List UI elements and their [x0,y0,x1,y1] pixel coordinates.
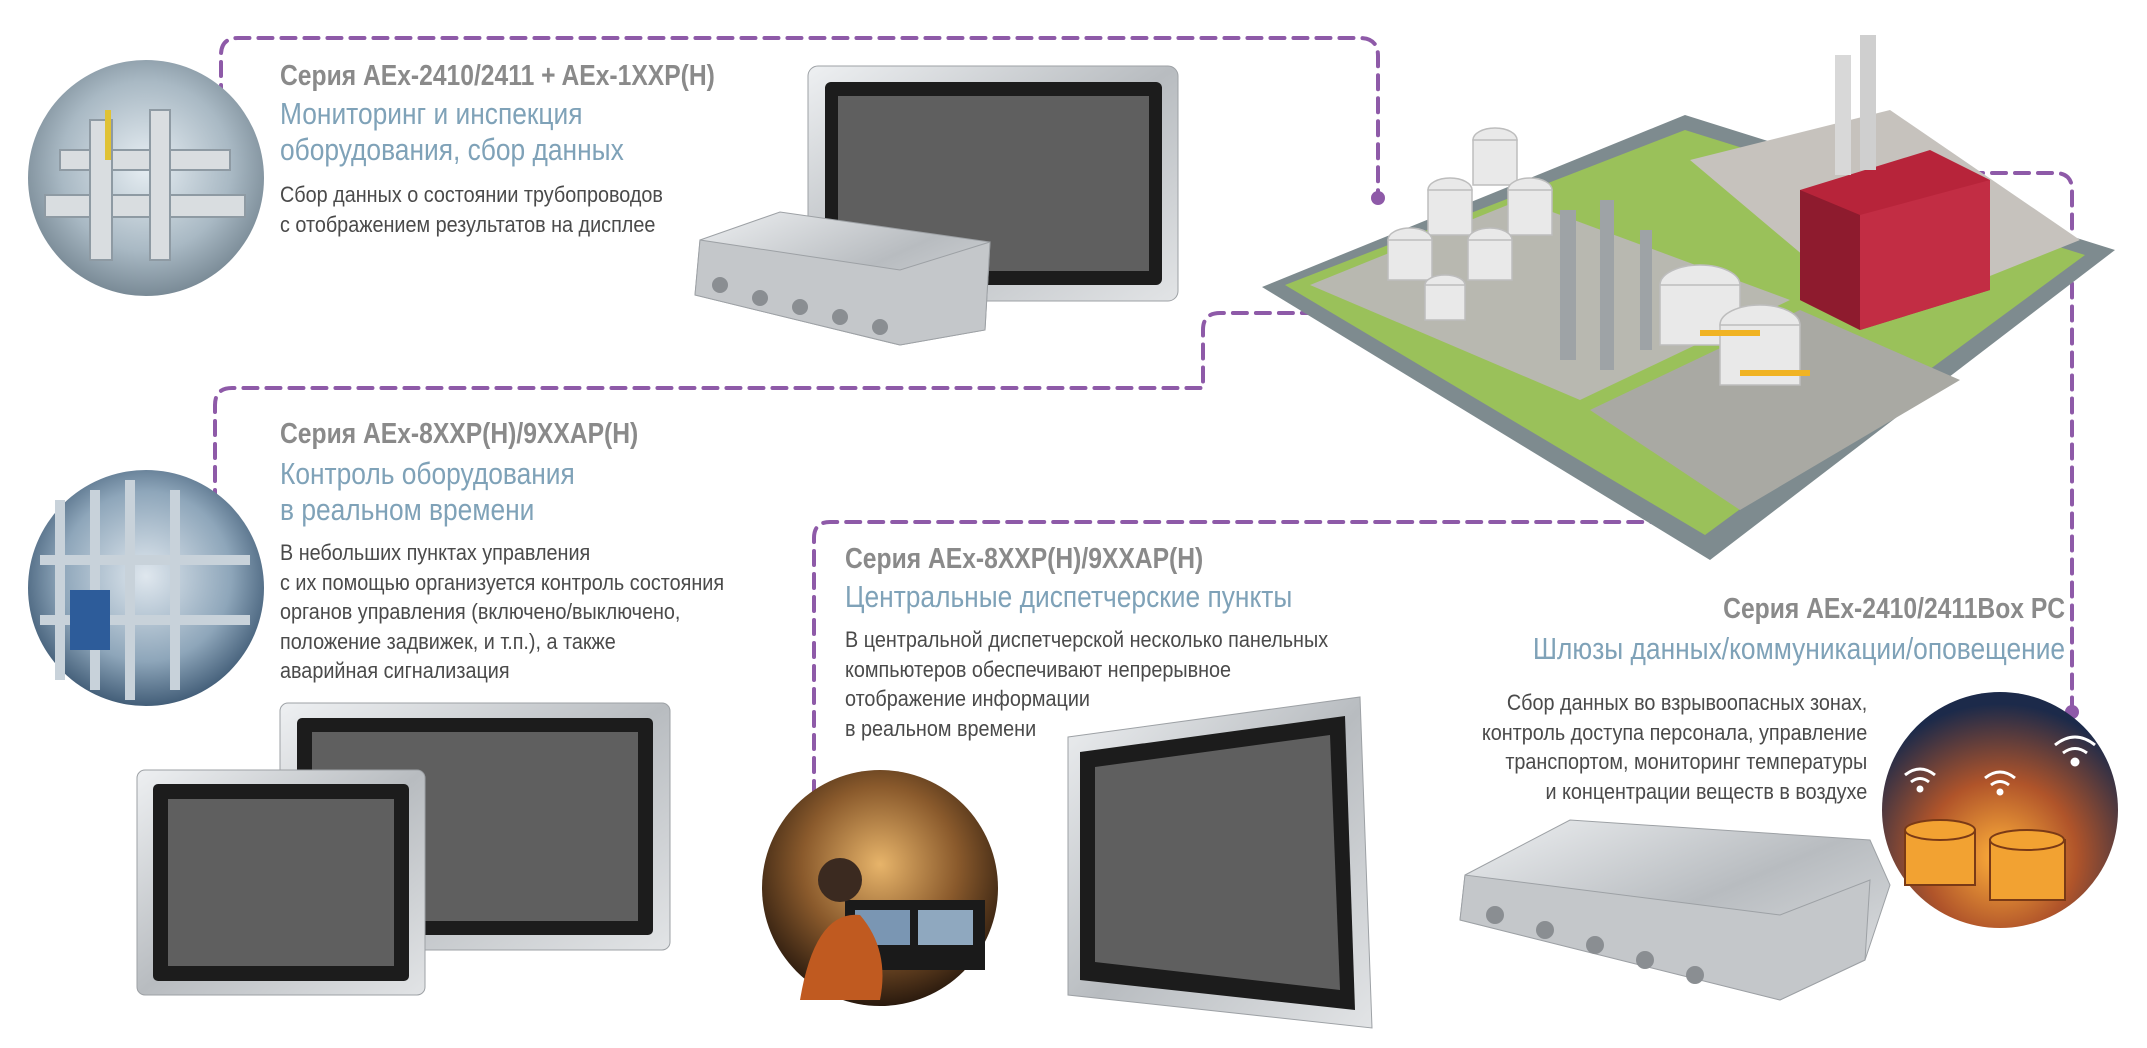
pipeline-photo [28,60,264,296]
description-line: отображение информации [845,686,1090,711]
block-4: Серия AEx-2410/2411Box PC Шлюзы данных/к… [1439,593,2065,667]
description-line: В центральной диспетчерской несколько па… [845,627,1329,652]
description-line: компьютеров обеспечивают непрерывное [845,656,1232,682]
block-4-description: Сбор данных во взрывоопасных зонах, конт… [1439,688,1867,806]
subtitle-line: Центральные диспетчерские пункты [845,579,1293,614]
block-3: Серия AEx-8XXP(H)/9XXAP(H) Центральные д… [845,543,1382,743]
subtitle-line: в реальном времени [280,492,535,527]
series-title: Серия AEx-8XXP(H)/9XXAP(H) [280,418,639,450]
description-line: аварийная сигнализация [280,658,510,683]
box-pc-right [1459,819,1891,1001]
connector-block-2 [213,311,1564,552]
description: Сбор данных во взрывоопасных зонах, конт… [1482,688,1867,806]
subtitle-line: Мониторинг и инспекция [280,96,583,131]
block-1: Серия AEx-2410/2411 + AEx-1XXP(H) Монито… [280,60,792,239]
connector-block-1 [219,36,1380,200]
description-line: Сбор данных о состоянии трубопроводов [280,182,663,207]
control-room-photo [762,770,998,1006]
subtitle: Контроль оборудования в реальном времени [280,456,699,528]
subtitle-line: Шлюзы данных/коммуникации/оповещение [1532,631,2065,666]
subtitle-line: Контроль оборудования [280,456,575,491]
connector-block-4 [1944,171,2074,714]
series-title: Серия AEx-2410/2411Box PC [1723,593,2065,625]
description-line: В небольших пунктах управления [280,540,591,565]
description-line: и концентрации веществ в воздухе [1545,778,1867,804]
tank-farm-wifi-photo [1882,692,2118,928]
description-line: контроль доступа персонала, управление [1481,719,1867,745]
chimney-2 [1860,35,1876,170]
description-line: с отображением результатов на дисплее [280,211,656,237]
chimney-1 [1835,55,1851,175]
description-line: с их помощью организуется контроль состо… [280,569,725,595]
description-line: Сбор данных во взрывоопасных зонах, [1506,690,1867,715]
subtitle-line: оборудования, сбор данных [280,132,624,167]
description-line: органов управления (включено/выключено, [280,599,681,624]
description-line: в реальном времени [845,715,1037,741]
description: В центральной диспетчерской несколько па… [845,625,1328,743]
box-pc-top [694,211,991,346]
panel-pc-center [1067,696,1373,1029]
wifi-icon [1904,735,2096,796]
description-line: положение задвижек, и т.п.), а также [280,628,616,654]
description: Сбор данных о состоянии трубопроводов с … [280,180,740,239]
subtitle: Центральные диспетчерские пункты [845,579,1301,615]
plant-pipes-photo [28,470,264,706]
series-title: Серия AEx-8XXP(H)/9XXAP(H) [845,543,1204,575]
connector-block-3 [812,520,1742,820]
subtitle: Мониторинг и инспекция оборудования, сбо… [280,96,715,168]
panel-pc-square [136,769,426,996]
description: В небольших пунктах управления с их помо… [280,538,724,686]
block-2: Серия AEx-8XXP(H)/9XXAP(H) Контроль обор… [280,418,773,686]
series-title: Серия AEx-2410/2411 + AEx-1XXP(H) [280,60,715,92]
subtitle: Шлюзы данных/коммуникации/оповещение [1533,631,2065,667]
description-line: транспортом, мониторинг температуры [1505,749,1867,774]
